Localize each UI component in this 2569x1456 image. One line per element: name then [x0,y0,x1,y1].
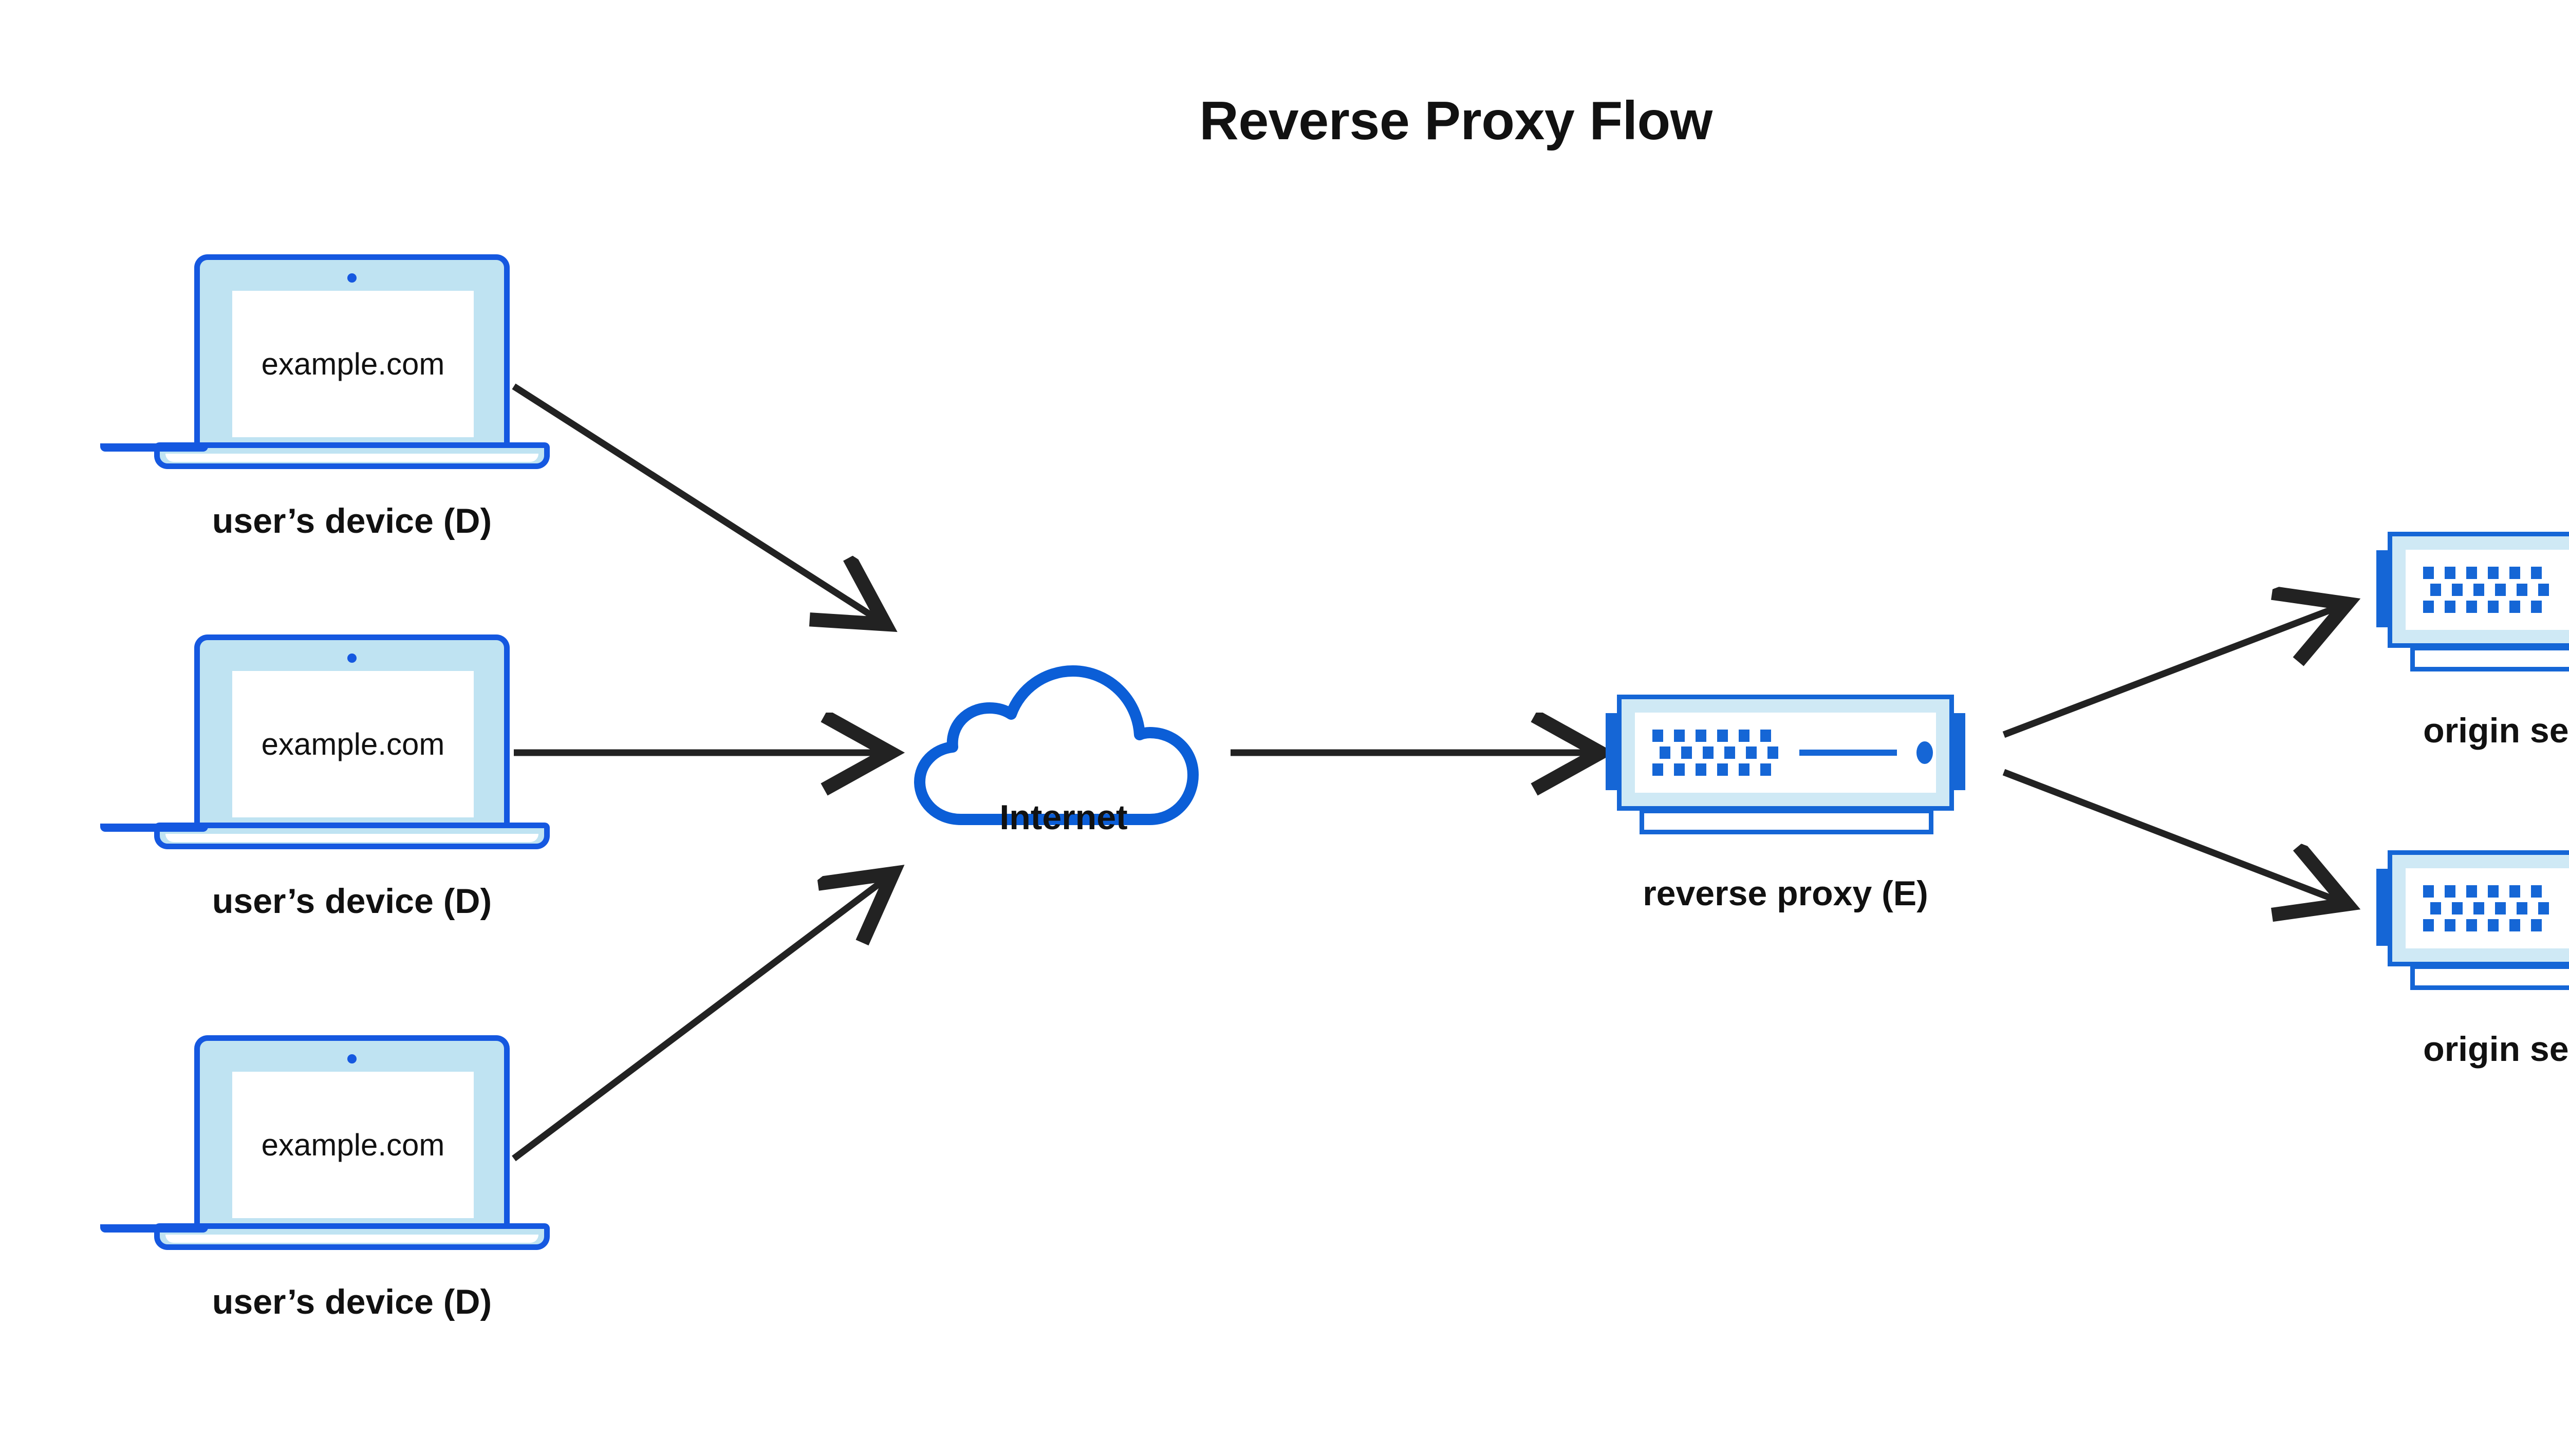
arrow-reverse-proxy-to-origin-bottom [2002,769,2347,904]
label-internet: Internet [999,798,1128,837]
server-body [2388,850,2569,966]
server-icon [2376,850,2569,990]
server-shelf [2410,964,2569,990]
server-body [2388,532,2569,648]
server-body [1617,695,1954,811]
label-device-top: user’s device (D) [212,501,492,540]
laptop-base [154,1223,550,1250]
laptop-base-inner [165,454,538,462]
camera-icon [347,273,357,283]
label-origin-top: origin server (F) [2423,711,2569,750]
server-shelf [1640,809,1933,834]
arrow-device-bottom-to-internet [512,873,893,1162]
label-reverse-proxy: reverse proxy (E) [1643,874,1928,913]
browser-url-text: example.com [261,1128,445,1162]
camera-icon [347,1054,357,1063]
server-faceplate [2406,868,2569,948]
server-shelf [2410,646,2569,671]
laptop-base-inner [165,834,538,842]
arrow-device-top-to-internet [512,383,885,624]
server-faceplate [2406,550,2569,630]
laptop-notch [100,443,208,452]
label-origin-bottom: origin server (F) [2423,1030,2569,1069]
laptop-lid: example.com [194,634,510,826]
laptop-screen: example.com [232,1072,474,1218]
laptop-lid: example.com [194,254,510,445]
camera-icon [347,654,357,663]
label-device-middle: user’s device (D) [212,882,492,921]
server-led-icon [1916,741,1933,764]
laptop-base-inner [165,1235,538,1243]
server-status-line [1799,750,1897,756]
laptop-base [154,442,550,469]
server-icon [1606,695,1965,834]
label-device-bottom: user’s device (D) [212,1282,492,1321]
laptop-notch [100,1224,208,1233]
browser-url-text: example.com [261,727,445,761]
browser-url-text: example.com [261,347,445,381]
server-icon [2376,532,2569,671]
laptop-screen: example.com [232,671,474,817]
laptop-screen: example.com [232,291,474,437]
laptop-notch [100,824,208,832]
arrow-reverse-proxy-to-origin-top [2002,604,2347,738]
server-vent-dots [2423,885,2549,931]
page-title: Reverse Proxy Flow [1199,90,1712,151]
cloud-icon [914,665,1199,825]
laptop-base [154,823,550,849]
server-vent-dots [2423,567,2549,613]
server-faceplate [1635,713,1936,793]
laptop-lid: example.com [194,1035,510,1226]
server-vent-dots [1652,730,1778,776]
